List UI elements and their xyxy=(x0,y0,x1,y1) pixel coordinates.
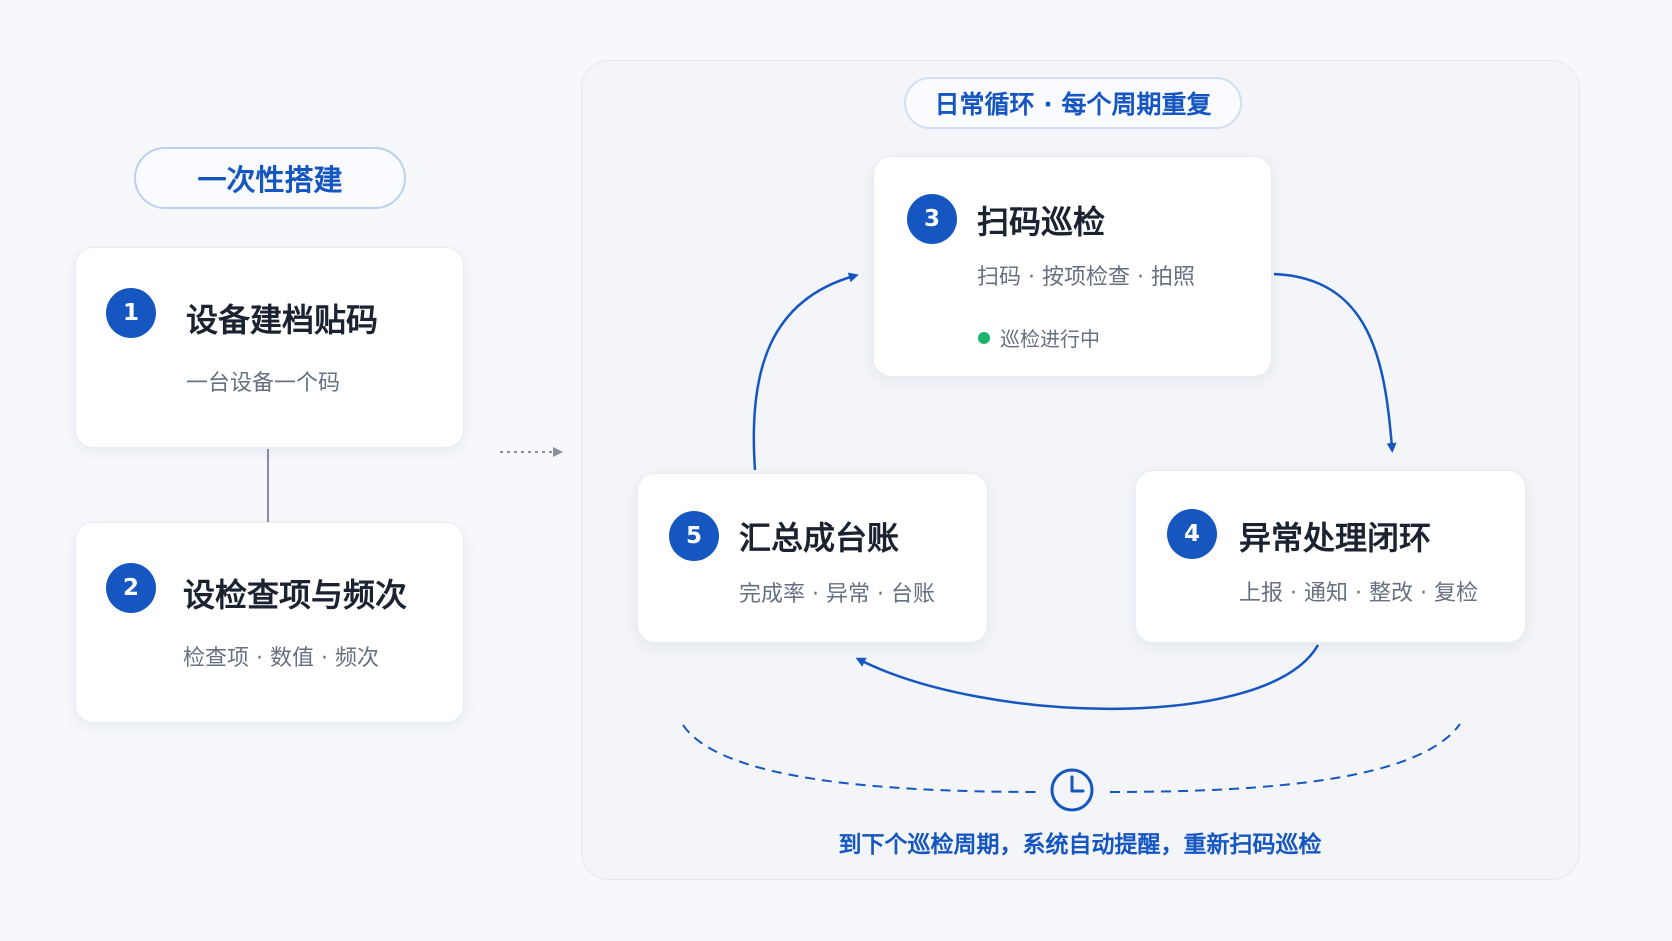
step-number-badge: 5 xyxy=(669,511,719,561)
step-card-5: 5 汇总成台账 完成率 · 异常 · 台账 xyxy=(637,473,988,643)
step-number-badge: 1 xyxy=(106,288,156,338)
arrow-4-to-5 xyxy=(855,644,1320,711)
step-subtitle: 扫码 · 按项检查 · 拍照 xyxy=(977,265,1195,290)
step-number-badge: 4 xyxy=(1167,509,1217,559)
step-title: 设检查项与频次 xyxy=(183,576,408,614)
status-dot-icon xyxy=(978,331,990,344)
step-title: 设备建档贴码 xyxy=(186,301,379,339)
step-number-badge: 2 xyxy=(106,563,156,613)
step-subtitle: 上报 · 通知 · 整改 · 复检 xyxy=(1239,581,1478,606)
step-card-1: 1 设备建档贴码 一台设备一个码 xyxy=(75,247,464,448)
step-card-2: 2 设检查项与频次 检查项 · 数值 · 频次 xyxy=(75,522,464,723)
clock-icon xyxy=(1050,768,1094,812)
daily-cycle-label: 日常循环 · 每个周期重复 xyxy=(904,77,1242,129)
step-card-3: 3 扫码巡检 扫码 · 按项检查 · 拍照 巡检进行中 xyxy=(873,156,1272,377)
arrow-5-to-3 xyxy=(752,272,859,471)
step-subtitle: 检查项 · 数值 · 频次 xyxy=(183,646,379,671)
step-subtitle: 一台设备一个码 xyxy=(186,371,341,396)
status-text: 巡检进行中 xyxy=(1000,327,1100,351)
one-time-setup-label: 一次性搭建 xyxy=(134,147,406,209)
step-card-4: 4 异常处理闭环 上报 · 通知 · 整改 · 复检 xyxy=(1135,470,1526,643)
status-indicator: 巡检进行中 xyxy=(978,323,1100,352)
arrow-3-to-4 xyxy=(1273,272,1397,453)
recurrence-dashed-line-left xyxy=(682,724,1041,793)
step-subtitle: 完成率 · 异常 · 台账 xyxy=(739,582,935,607)
step-title: 汇总成台账 xyxy=(739,519,900,557)
step-title: 异常处理闭环 xyxy=(1239,519,1432,557)
step-number-badge: 3 xyxy=(907,194,957,244)
cycle-footnote: 到下个巡检周期，系统自动提醒，重新扫码巡检 xyxy=(838,832,1322,858)
step-title: 扫码巡检 xyxy=(977,203,1106,241)
recurrence-dashed-line-right xyxy=(1109,723,1461,793)
